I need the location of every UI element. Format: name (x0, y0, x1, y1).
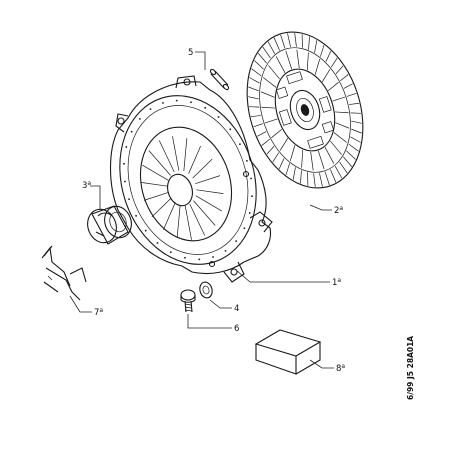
leader-lines (69, 51, 334, 369)
grease-packet (254, 329, 322, 375)
label-part-1: 1a (332, 277, 341, 288)
retaining-clip (41, 245, 87, 301)
reference-code: 6/99 J5 28A01A (406, 336, 415, 400)
label-part-4: 4 (234, 304, 239, 314)
clutch-disc (246, 31, 364, 189)
label-part-6: 6 (234, 324, 239, 334)
bolt (180, 289, 196, 313)
label-part-2: 2a (334, 205, 343, 216)
label-part-8: 8a (336, 363, 345, 374)
label-part-7: 7a (94, 307, 103, 318)
label-part-5: 5 (188, 48, 193, 58)
dowel-pin (209, 68, 230, 91)
clutch-pressure-plate (109, 75, 273, 283)
label-part-3: 3a (82, 180, 91, 191)
release-bearing (87, 205, 132, 245)
washer (199, 281, 213, 299)
